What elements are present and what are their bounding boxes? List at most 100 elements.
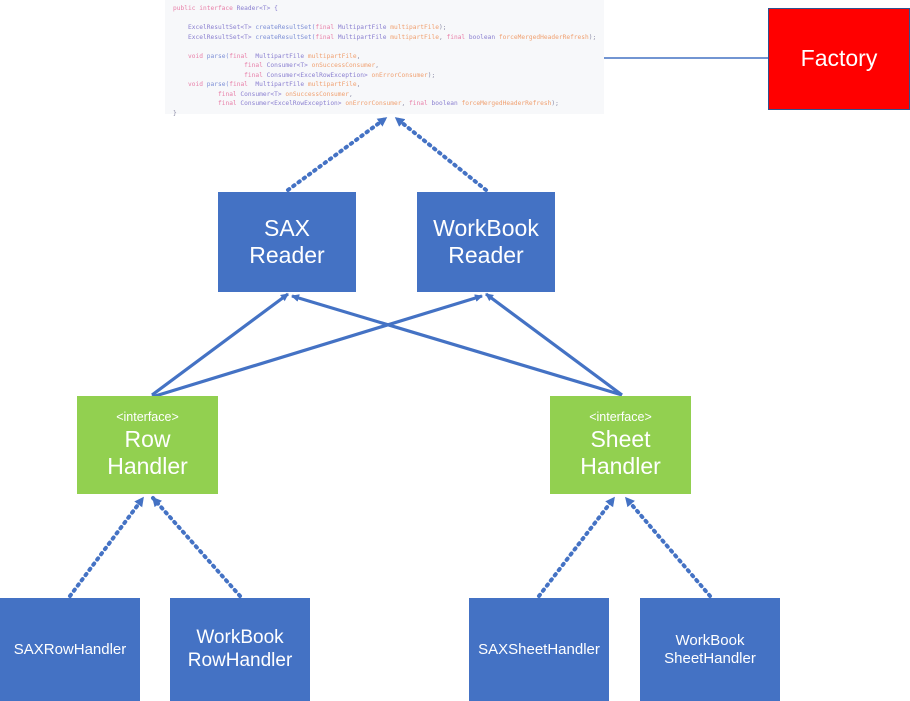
code-token: ); (427, 71, 436, 79)
sax-row-handler-label: SAXRowHandler (13, 640, 127, 658)
code-token: , (438, 33, 447, 41)
code-token: , (401, 100, 409, 107)
sax-reader-label-line1: SAX (263, 214, 311, 241)
code-token (173, 91, 218, 98)
code-token: public interface (173, 5, 237, 12)
workbook-reader-label-line2: Reader (448, 242, 524, 268)
code-line (173, 14, 604, 24)
code-token: MultipartFile (247, 81, 308, 88)
code-token: void (173, 52, 207, 60)
code-token: onErrorConsumer (345, 100, 402, 107)
code-token (173, 100, 218, 107)
code-token: final (217, 100, 237, 107)
code-line: void parse(final MultipartFile multipart… (173, 52, 604, 62)
code-token: Consumer<T> (262, 62, 312, 69)
workbook-row-handler-label-line2: RowHandler (187, 649, 293, 671)
code-token: Consumer<T> (236, 90, 286, 98)
code-token: multipartFile (390, 33, 439, 41)
code-token: ExcelResultSet<T> (173, 33, 256, 41)
code-token: , (375, 62, 380, 69)
row-handler-label-line2: Handler (107, 453, 188, 479)
code-token: Reader<T> { (236, 5, 278, 12)
code-token: onSuccessConsumer (285, 90, 350, 98)
code-line (173, 42, 604, 52)
workbook-sheet-handler-node[interactable]: WorkBook SheetHandler (640, 598, 780, 701)
workbook-sheet-handler-label-line2: SheetHandler (664, 649, 756, 667)
factory-node[interactable]: Factory (768, 8, 910, 110)
code-token: onSuccessConsumer (311, 62, 376, 69)
reader-interface-code-snippet: public interface Reader<T> { ExcelResult… (165, 0, 604, 117)
sheet-handler-interface-node[interactable]: <interface> Sheet Handler (550, 396, 691, 494)
edge-workbook-row-handler-to-row-handler (151, 496, 242, 598)
edge-row-handler-to-sax-reader (151, 292, 289, 397)
code-token (173, 72, 244, 79)
code-token: final (315, 33, 335, 41)
code-token: MultipartFile (334, 33, 391, 41)
workbook-reader-node[interactable]: WorkBook Reader (417, 192, 555, 292)
code-token: ); (551, 100, 559, 107)
code-token: Consumer<ExcelRowException> (262, 71, 372, 79)
code-token: ); (438, 24, 447, 31)
code-token: createResultSet( (255, 33, 316, 41)
sax-reader-label-line2: Reader (249, 242, 325, 268)
code-token: MultipartFile (334, 24, 391, 31)
sheet-handler-label-line2: Handler (580, 453, 661, 479)
code-line: final Consumer<ExcelRowException> onErro… (173, 71, 604, 81)
code-token: forceMergedHeaderRefresh (498, 33, 589, 41)
edge-workbook-sheet-handler-to-sheet-handler (624, 496, 712, 598)
code-line: ExcelResultSet<T> createResultSet(final … (173, 23, 604, 33)
code-token: , (349, 90, 353, 98)
code-token: final (315, 24, 335, 31)
sheet-handler-label-line1: Sheet (590, 425, 651, 452)
code-token: final (409, 100, 428, 107)
code-token: final (229, 81, 248, 88)
edge-sax-reader-to-reader-interface (286, 116, 388, 192)
code-line: void parse(final MultipartFile multipart… (173, 80, 604, 90)
code-token: } (173, 109, 177, 117)
code-token: multipartFile (390, 24, 439, 31)
sax-sheet-handler-node[interactable]: SAXSheetHandler (469, 598, 609, 701)
code-line: final Consumer<T> onSuccessConsumer, (173, 61, 604, 71)
code-token: MultipartFile (247, 52, 308, 60)
row-handler-interface-node[interactable]: <interface> Row Handler (77, 396, 218, 494)
row-handler-stereotype: <interface> (116, 409, 179, 424)
code-line: final Consumer<ExcelRowException> onErro… (173, 99, 604, 109)
sax-sheet-handler-label: SAXSheetHandler (478, 640, 600, 658)
edge-sheet-handler-to-sax-reader (291, 294, 623, 397)
code-token: parse( (206, 52, 230, 60)
code-token: ExcelResultSet<T> (173, 24, 256, 31)
workbook-reader-label-line1: WorkBook (433, 214, 539, 241)
code-token: final (244, 71, 263, 79)
code-token (173, 62, 244, 69)
code-line: ExcelResultSet<T> createResultSet(final … (173, 33, 604, 43)
sax-row-handler-node[interactable]: SAXRowHandler (0, 598, 140, 701)
code-token: boolean (465, 33, 499, 41)
workbook-sheet-handler-label-line1: WorkBook (675, 631, 745, 649)
code-token: , (356, 81, 361, 88)
edge-sheet-handler-to-workbook-reader (485, 292, 623, 397)
code-token: Consumer<ExcelRowException> (236, 100, 346, 107)
code-token: parse( (206, 81, 230, 88)
workbook-row-handler-node[interactable]: WorkBook RowHandler (170, 598, 310, 701)
sheet-handler-stereotype: <interface> (589, 409, 652, 424)
edge-sax-sheet-handler-to-sheet-handler (537, 496, 616, 598)
code-token: final (446, 33, 466, 41)
workbook-row-handler-label-line1: WorkBook (196, 627, 284, 649)
sax-reader-node[interactable]: SAX Reader (218, 192, 356, 292)
edge-workbook-reader-to-reader-interface (394, 116, 488, 192)
code-line: } (173, 109, 604, 119)
edge-row-handler-to-workbook-reader (151, 294, 483, 399)
code-line: public interface Reader<T> { (173, 4, 604, 14)
code-token: boolean (427, 100, 462, 107)
code-token: final (229, 52, 248, 60)
code-token: forceMergedHeaderRefresh (461, 100, 552, 107)
code-token: , (356, 52, 361, 60)
code-token: createResultSet( (255, 24, 316, 31)
code-line: final Consumer<T> onSuccessConsumer, (173, 90, 604, 100)
code-token: multipartFile (307, 81, 357, 88)
code-token: ); (588, 33, 597, 41)
code-token: multipartFile (307, 52, 357, 60)
code-token: final (244, 62, 263, 69)
code-token: final (217, 90, 237, 98)
